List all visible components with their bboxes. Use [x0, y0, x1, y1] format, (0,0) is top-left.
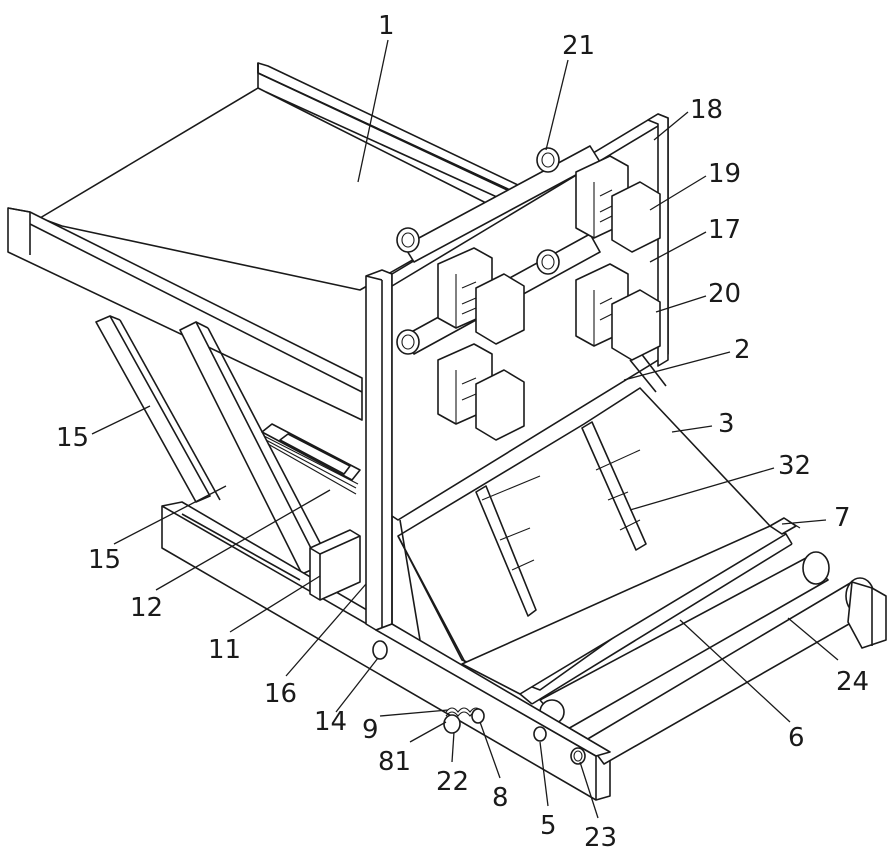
label-11: 11: [208, 635, 241, 665]
label-15b: 15: [88, 545, 121, 575]
label-2: 2: [734, 335, 751, 365]
label-21: 21: [562, 31, 595, 61]
label-22: 22: [436, 767, 469, 797]
label-6: 6: [788, 723, 805, 753]
label-16: 16: [264, 679, 297, 709]
label-19: 19: [708, 159, 741, 189]
label-20: 20: [708, 279, 741, 309]
label-12: 12: [130, 593, 163, 623]
label-23: 23: [584, 823, 617, 853]
label-5: 5: [540, 811, 557, 841]
label-8: 8: [492, 783, 509, 813]
label-14: 14: [314, 707, 347, 737]
label-9: 9: [362, 715, 379, 745]
label-18: 18: [690, 95, 723, 125]
label-32: 32: [778, 451, 811, 481]
label-7: 7: [834, 503, 851, 533]
label-3: 3: [718, 409, 735, 439]
label-1: 1: [378, 11, 395, 41]
label-24: 24: [836, 667, 869, 697]
label-15a: 15: [56, 423, 89, 453]
label-17: 17: [708, 215, 741, 245]
label-81: 81: [378, 747, 411, 777]
